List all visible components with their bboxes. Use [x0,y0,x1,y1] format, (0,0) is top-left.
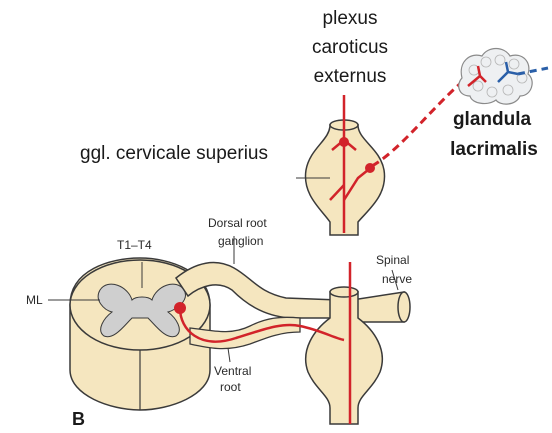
label-plexus-2: caroticus [312,37,388,58]
lacrimal-gland-icon [459,49,548,105]
label-ventral: Ventral [214,364,251,378]
label-lacrimalis: lacrimalis [450,139,538,160]
label-ml: ML [26,293,43,307]
label-t1-t4: T1–T4 [117,238,152,252]
label-ganglion: ganglion [218,234,263,248]
superior-cervical-ganglion [296,120,385,235]
label-root: root [220,380,241,394]
label-plexus-1: plexus [323,8,378,29]
label-plexus-3: externus [314,66,387,87]
label-glandula: glandula [453,109,532,130]
preganglionic-neuron-body [174,302,186,314]
label-spinal: Spinal [376,253,409,267]
fiber-to-lacrimal-gland [372,82,462,166]
neuron-body-upper-1 [339,137,349,147]
label-dorsal-root: Dorsal root [208,216,267,230]
label-nerve: nerve [382,272,412,286]
label-ggl-cervicale: ggl. cervicale superius [80,143,268,164]
panel-letter: B [72,409,85,429]
